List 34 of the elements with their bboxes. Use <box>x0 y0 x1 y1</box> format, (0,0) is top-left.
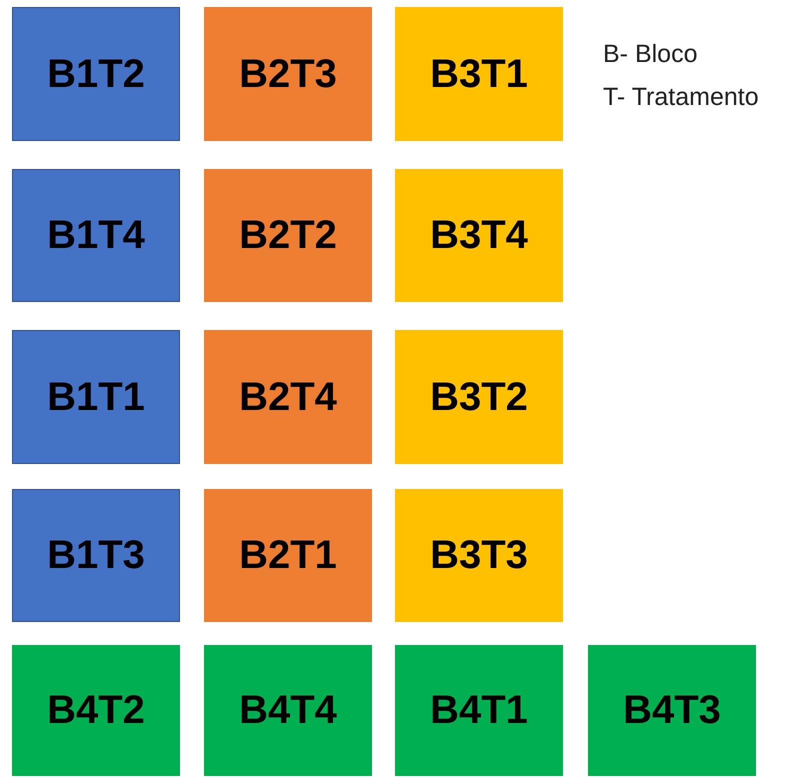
plot-block <box>12 7 180 141</box>
plot-block <box>204 489 372 622</box>
plot-block <box>204 7 372 141</box>
plot-block <box>12 489 180 622</box>
plot-code: B2T2 <box>239 213 337 258</box>
plot-code: B4T4 <box>239 688 337 733</box>
plot-block <box>204 169 372 302</box>
plot-code: B3T4 <box>430 213 528 258</box>
legend-note: T- Tratamento <box>603 83 759 112</box>
plot-code: B1T1 <box>47 374 145 420</box>
plot-block <box>588 645 756 776</box>
plot-code: B1T2 <box>47 52 145 96</box>
plot-block <box>12 169 180 302</box>
plot-block <box>395 169 563 302</box>
legend-note: B- Bloco <box>603 40 698 69</box>
plot-code: B3T3 <box>430 533 528 578</box>
plot-code: B2T3 <box>239 52 337 96</box>
plot-block <box>204 330 372 464</box>
plot-block <box>395 330 563 464</box>
plot-block <box>395 489 563 622</box>
plot-block <box>12 645 180 776</box>
plot-code: B4T1 <box>430 688 528 733</box>
plot-block <box>395 645 563 776</box>
plot-code: B1T3 <box>47 533 145 578</box>
plot-code: B4T2 <box>47 688 145 733</box>
plot-code: B3T2 <box>430 374 528 420</box>
plot-block <box>395 7 563 141</box>
plot-code: B1T4 <box>47 213 145 258</box>
plot-code: B2T4 <box>239 374 337 420</box>
plot-code: B4T3 <box>623 688 721 733</box>
plot-code: B2T1 <box>239 533 337 578</box>
plot-code: B3T1 <box>430 52 528 96</box>
plot-block <box>12 330 180 464</box>
plot-block <box>204 645 372 776</box>
